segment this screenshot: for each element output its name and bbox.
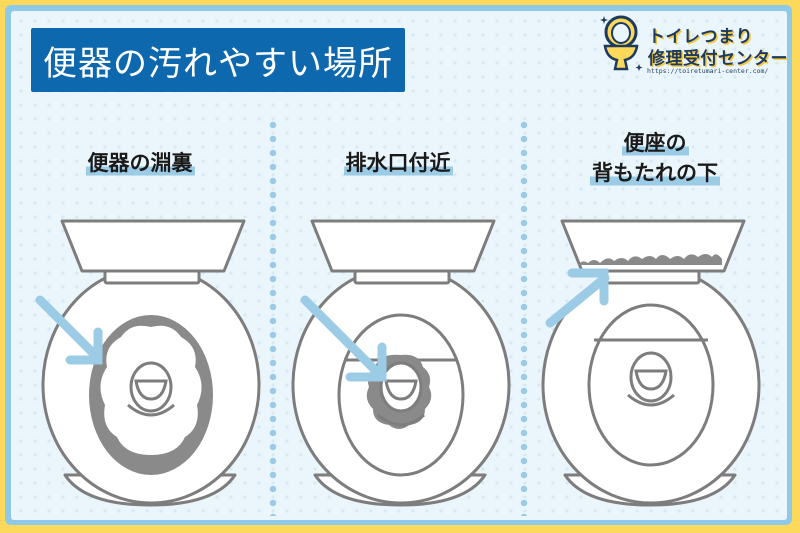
- title-banner: 便器の汚れやすい場所: [31, 28, 405, 92]
- toilet-logo-icon: [600, 15, 643, 71]
- brand-logo[interactable]: トイレつまり 修理受付センター https://toiretumari-cent…: [596, 12, 796, 75]
- section-label-drain: 排水口付近: [298, 148, 498, 178]
- toilet-illustration-drain: [291, 219, 511, 507]
- logo-url[interactable]: https://toiretumari-center.com/: [647, 67, 769, 75]
- page-title: 便器の汚れやすい場所: [43, 43, 393, 84]
- toilet-illustration-seat-back: [541, 219, 761, 507]
- section-label-seat-back: 便座の 背もたれの下: [555, 128, 755, 188]
- logo-line2: 修理受付センター: [648, 49, 788, 69]
- logo-line1: トイレつまり: [648, 27, 753, 47]
- section-divider: [520, 118, 528, 516]
- section-label-rim: 便器の淵裏: [40, 148, 240, 178]
- section-divider: [269, 118, 277, 516]
- toilet-illustration-rim: [35, 219, 261, 507]
